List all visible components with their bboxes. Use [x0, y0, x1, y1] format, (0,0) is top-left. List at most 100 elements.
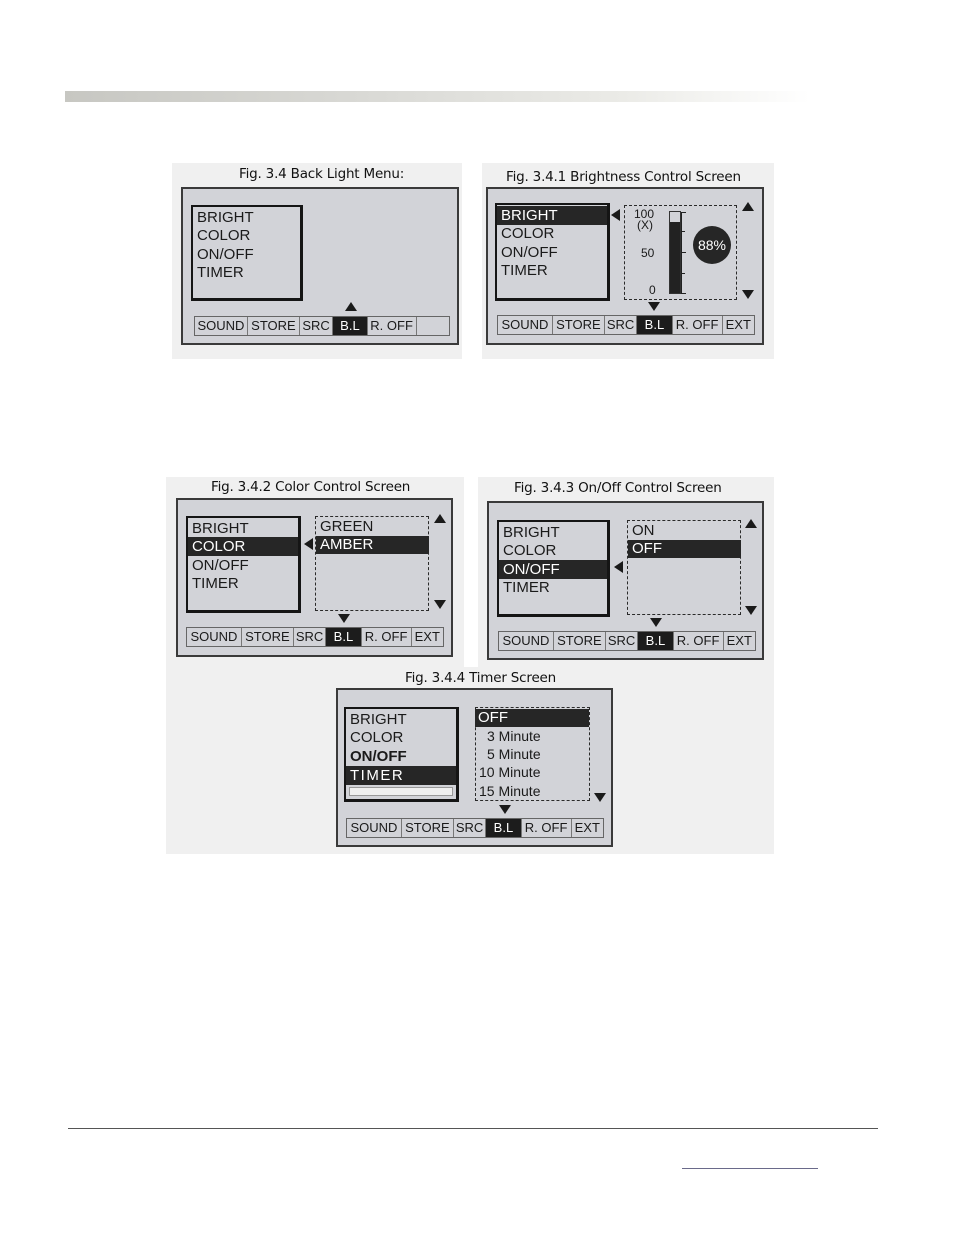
menu-item-timer[interactable]: TIMER	[346, 766, 456, 785]
tab-roff[interactable]: R. OFF	[362, 628, 412, 646]
tab-bl[interactable]: B.L	[326, 628, 362, 646]
down-arrow-icon	[499, 805, 511, 814]
tab-bl[interactable]: B.L	[637, 316, 673, 334]
tab-bl[interactable]: B.L	[486, 819, 522, 837]
menu-item-color[interactable]: COLOR	[197, 227, 251, 244]
tab-store[interactable]: STORE	[242, 628, 294, 646]
menu-item-onoff[interactable]: ON/OFF	[197, 246, 254, 263]
menu-scroll-indicator	[349, 787, 453, 796]
menu-item-color[interactable]: COLOR	[350, 729, 404, 746]
menu-item-bright[interactable]: BRIGHT	[350, 711, 407, 728]
figure-3-4-2: Fig. 3.4.2 Color Control Screen BRIGHT C…	[166, 477, 464, 667]
menu-item-timer[interactable]: TIMER	[503, 579, 550, 596]
scale-tick	[681, 293, 686, 294]
tab-src[interactable]: SRC	[300, 317, 334, 335]
menu-list: BRIGHT COLOR ON/OFF TIMER	[344, 707, 459, 802]
menu-list: BRIGHT COLOR ON/OFF TIMER	[186, 516, 301, 613]
tab-ext[interactable]: EXT	[726, 633, 752, 648]
lcd-screen: BRIGHT COLOR ON/OFF TIMER SOUND STORE SR…	[181, 187, 459, 345]
tab-sound[interactable]: SOUND	[498, 316, 553, 334]
down-arrow-icon	[338, 614, 350, 623]
tab-sound[interactable]: SOUND	[187, 628, 242, 646]
footer-rule	[68, 1128, 878, 1129]
color-options-panel: GREEN AMBER	[315, 516, 429, 611]
tab-bl[interactable]: B.L	[638, 632, 674, 650]
left-arrow-icon	[614, 561, 623, 573]
tab-src[interactable]: SRC	[606, 632, 639, 650]
tab-store[interactable]: STORE	[248, 317, 300, 335]
percent-badge: 88%	[693, 226, 731, 264]
down-arrow-icon[interactable]	[594, 793, 606, 802]
scale-tick	[681, 273, 685, 274]
scale-axis	[681, 212, 682, 294]
up-arrow-icon[interactable]	[742, 202, 754, 211]
lcd-screen: BRIGHT COLOR ON/OFF TIMER GREEN AMBER SO…	[176, 498, 453, 657]
color-option-amber[interactable]: AMBER	[316, 536, 429, 554]
tab-bar: SOUND STORE SRC B.L R. OFF	[194, 316, 450, 336]
tab-store[interactable]: STORE	[553, 316, 605, 334]
lcd-screen: BRIGHT COLOR ON/OFF TIMER 100 (X) 50 0 8…	[486, 187, 764, 345]
scale-tick	[681, 231, 685, 232]
scale-unit-label: (X)	[637, 218, 653, 232]
timer-options-panel: OFF 3 Minute 5 Minute 10 Minute 15 Minut…	[475, 707, 590, 801]
down-arrow-icon[interactable]	[742, 290, 754, 299]
timer-option-10min[interactable]: 10 Minute	[479, 764, 541, 780]
left-arrow-icon	[304, 538, 313, 550]
timer-option-3min[interactable]: 3 Minute	[487, 728, 541, 744]
tab-bar: SOUND STORE SRC B.L R. OFF EXT	[186, 627, 444, 647]
figure-caption: Fig. 3.4 Back Light Menu:	[239, 166, 405, 182]
menu-item-bright[interactable]: BRIGHT	[503, 524, 560, 541]
tab-ext[interactable]: EXT	[574, 820, 600, 835]
menu-item-color[interactable]: COLOR	[188, 537, 298, 556]
figure-3-4-1: Fig. 3.4.1 Brightness Control Screen BRI…	[482, 163, 774, 359]
figure-3-4: Fig. 3.4 Back Light Menu: BRIGHT COLOR O…	[172, 163, 462, 359]
color-option-green[interactable]: GREEN	[320, 518, 374, 535]
up-arrow-icon	[345, 302, 357, 311]
up-arrow-icon[interactable]	[434, 514, 446, 523]
tab-roff[interactable]: R. OFF	[522, 819, 572, 837]
tab-empty[interactable]	[417, 317, 449, 335]
tab-sound[interactable]: SOUND	[347, 819, 402, 837]
down-arrow-icon	[648, 302, 660, 311]
menu-item-timer[interactable]: TIMER	[192, 575, 239, 592]
menu-item-color[interactable]: COLOR	[501, 225, 555, 242]
footer-link-underline	[682, 1168, 818, 1169]
lcd-screen: BRIGHT COLOR ON/OFF TIMER ON OFF SOUND S…	[487, 501, 764, 660]
menu-item-timer[interactable]: TIMER	[501, 262, 548, 279]
menu-item-bright[interactable]: BRIGHT	[192, 520, 249, 537]
menu-item-color[interactable]: COLOR	[503, 542, 557, 559]
down-arrow-icon[interactable]	[434, 600, 446, 609]
timer-option-15min[interactable]: 15 Minute	[479, 783, 541, 799]
timer-option-off[interactable]: OFF	[475, 709, 589, 727]
onoff-option-off[interactable]: OFF	[628, 540, 741, 558]
menu-item-bright[interactable]: BRIGHT	[497, 206, 607, 225]
tab-ext[interactable]: EXT	[725, 317, 751, 332]
tab-sound[interactable]: SOUND	[195, 317, 248, 335]
onoff-option-on[interactable]: ON	[632, 522, 655, 539]
brightness-bar-track	[669, 211, 681, 294]
down-arrow-icon	[650, 618, 662, 627]
tab-src[interactable]: SRC	[605, 316, 638, 334]
tab-src[interactable]: SRC	[294, 628, 327, 646]
menu-item-onoff[interactable]: ON/OFF	[192, 557, 249, 574]
tab-bar: SOUND STORE SRC B.L R. OFF EXT	[346, 818, 604, 838]
scale-tick	[681, 212, 686, 213]
menu-item-timer[interactable]: TIMER	[197, 264, 244, 281]
tab-store[interactable]: STORE	[554, 632, 606, 650]
menu-item-onoff[interactable]: ON/OFF	[499, 560, 607, 579]
menu-item-onoff[interactable]: ON/OFF	[350, 748, 407, 765]
tab-roff[interactable]: R. OFF	[674, 632, 724, 650]
menu-item-bright[interactable]: BRIGHT	[197, 209, 254, 226]
menu-item-onoff[interactable]: ON/OFF	[501, 244, 558, 261]
menu-list: BRIGHT COLOR ON/OFF TIMER	[495, 203, 610, 301]
tab-src[interactable]: SRC	[454, 819, 487, 837]
up-arrow-icon[interactable]	[745, 519, 757, 528]
tab-store[interactable]: STORE	[402, 819, 454, 837]
tab-sound[interactable]: SOUND	[499, 632, 554, 650]
tab-roff[interactable]: R. OFF	[368, 317, 417, 335]
timer-option-5min[interactable]: 5 Minute	[487, 746, 541, 762]
tab-roff[interactable]: R. OFF	[673, 316, 723, 334]
tab-bl[interactable]: B.L	[333, 317, 368, 335]
tab-ext[interactable]: EXT	[414, 629, 440, 644]
down-arrow-icon[interactable]	[745, 606, 757, 615]
